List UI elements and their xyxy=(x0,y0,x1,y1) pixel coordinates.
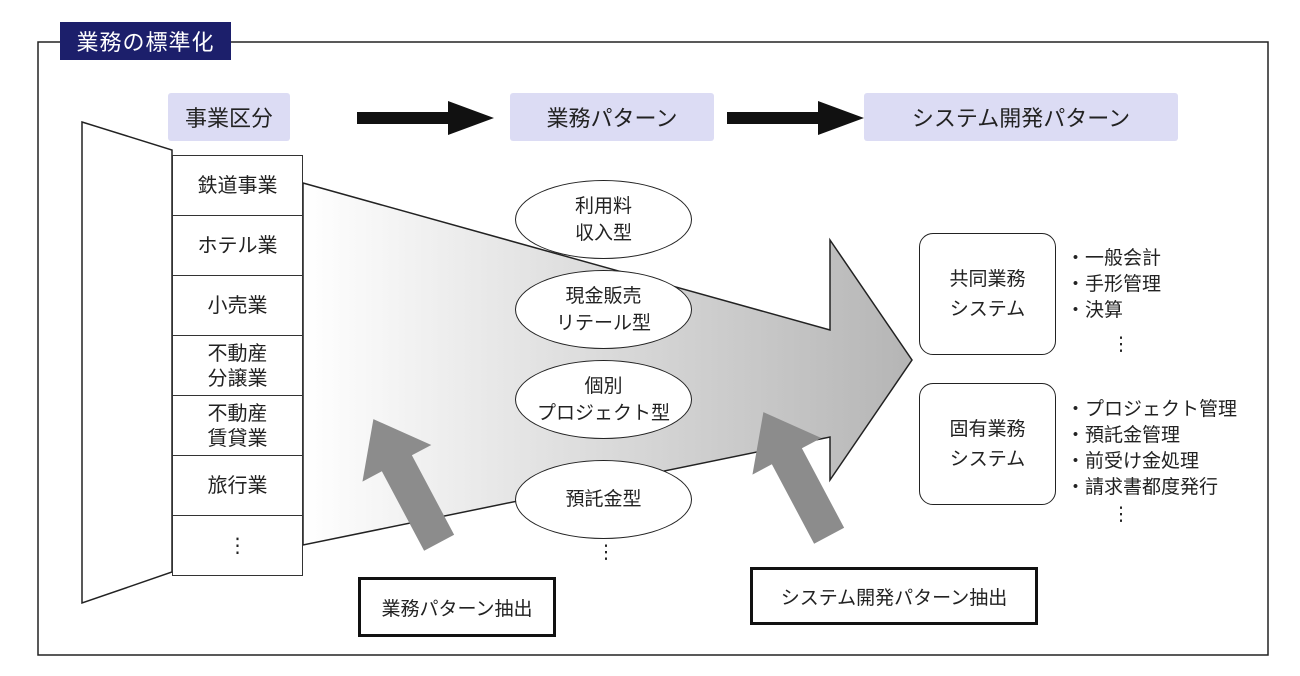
category-item: 小売業 xyxy=(172,276,303,336)
category-line: 賃貸業 xyxy=(207,425,268,450)
category-line: 旅行業 xyxy=(207,473,268,497)
category-item: 旅行業 xyxy=(172,456,303,516)
extract-arrow-business xyxy=(362,419,455,551)
system-pattern-extract-label: システム開発パターン抽出 xyxy=(750,567,1038,625)
category-item: 不動産分譲業 xyxy=(172,336,303,396)
pattern-line: リテール型 xyxy=(555,311,651,334)
category-trapezoid xyxy=(81,120,173,605)
category-line: 小売業 xyxy=(207,293,268,317)
system-line: 固有業務 xyxy=(949,417,1026,440)
category-list: 鉄道事業 ホテル業 小売業 不動産分譲業 不動産賃貸業 旅行業 ⋮ xyxy=(172,155,303,576)
system-item: ・請求書都度発行 xyxy=(1066,476,1219,498)
header-business-pattern: 業務パターン xyxy=(510,93,714,141)
category-line: ホテル業 xyxy=(197,233,278,257)
header-arrow-2 xyxy=(727,101,864,135)
category-item: 不動産賃貸業 xyxy=(172,396,303,456)
category-line: 鉄道事業 xyxy=(197,173,278,197)
system-items-common: ・一般会計 ・手形管理 ・決算 xyxy=(1066,245,1161,323)
system-item: ・プロジェクト管理 xyxy=(1066,398,1238,420)
pattern-line: 預託金型 xyxy=(565,488,642,511)
system-more-common: ⋮ xyxy=(1111,333,1131,355)
pattern-line: 現金販売 xyxy=(565,284,642,307)
header-system-dev-pattern: システム開発パターン xyxy=(864,93,1178,141)
system-items-specific: ・プロジェクト管理 ・預託金管理 ・前受け金処理 ・請求書都度発行 xyxy=(1066,396,1237,500)
system-item: ・前受け金処理 xyxy=(1066,450,1200,472)
pattern-oval: 預託金型 xyxy=(515,460,692,539)
pattern-line: 収入型 xyxy=(574,221,632,244)
system-box-specific: 固有業務 システム xyxy=(919,383,1056,505)
pattern-oval: 個別 プロジェクト型 xyxy=(515,360,692,439)
outer-frame xyxy=(37,41,1269,656)
category-line: ⋮ xyxy=(227,533,248,557)
diagram-title: 業務の標準化 xyxy=(60,22,231,60)
header-arrow-1 xyxy=(357,101,494,135)
header-business-division: 事業区分 xyxy=(168,93,290,141)
extract-arrow-system xyxy=(752,412,845,544)
category-line: 分譲業 xyxy=(207,365,268,390)
category-item: 鉄道事業 xyxy=(172,155,303,216)
pattern-line: 利用料 xyxy=(574,194,632,217)
system-item: ・預託金管理 xyxy=(1066,424,1181,446)
category-item: ホテル業 xyxy=(172,216,303,276)
pattern-oval: 利用料 収入型 xyxy=(515,180,692,259)
category-line: 不動産 xyxy=(207,340,268,365)
system-line: 共同業務 xyxy=(949,267,1026,290)
business-pattern-extract-label: 業務パターン抽出 xyxy=(358,577,556,637)
system-line: システム xyxy=(949,298,1026,320)
system-item: ・手形管理 xyxy=(1066,273,1162,295)
system-box-common: 共同業務 システム xyxy=(919,233,1056,355)
category-item: ⋮ xyxy=(172,516,303,576)
pattern-line: 個別 xyxy=(584,374,623,397)
category-line: 不動産 xyxy=(207,400,268,425)
system-item: ・一般会計 xyxy=(1066,247,1162,269)
system-more-specific: ⋮ xyxy=(1111,503,1131,525)
pattern-more: ⋮ xyxy=(596,541,616,563)
system-line: システム xyxy=(949,448,1026,470)
pattern-line: プロジェクト型 xyxy=(536,401,670,424)
pattern-oval: 現金販売 リテール型 xyxy=(515,270,692,349)
system-item: ・決算 xyxy=(1066,299,1124,321)
